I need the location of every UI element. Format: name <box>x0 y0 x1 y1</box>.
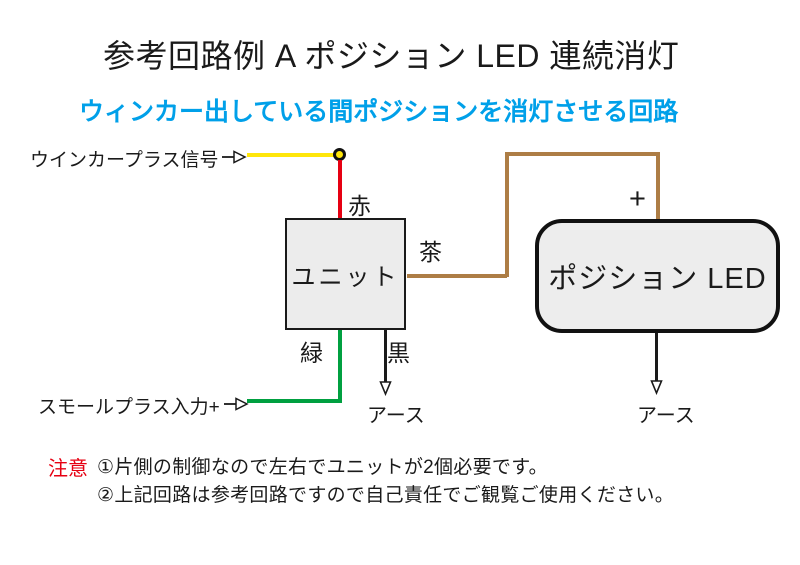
brown-wire-h2 <box>505 152 660 156</box>
position-led-label: ポジション LED <box>548 263 767 295</box>
ground-label-unit: アース <box>367 405 425 427</box>
winker-signal-label-row: ウインカープラス信号 <box>30 145 248 172</box>
notice-heading: 注意 <box>48 458 88 480</box>
brown-wire-v2 <box>656 152 660 219</box>
small-plus-label: スモールプラス入力+ <box>38 397 220 418</box>
arrow-right-icon <box>222 148 248 170</box>
red-wire <box>338 160 342 219</box>
green-wire-h <box>247 399 342 403</box>
black-wire-unit <box>383 330 387 382</box>
led-plus-label: + <box>629 183 646 215</box>
ground-arrow-icon-unit <box>379 381 392 401</box>
green-wire-v <box>338 330 342 402</box>
ground-arrow-icon-led <box>650 380 663 400</box>
winker-signal-label: ウインカープラス信号 <box>30 150 219 171</box>
brown-wire-v1 <box>505 152 509 277</box>
black-wire-led <box>654 333 658 381</box>
unit-box-label: ユニット <box>291 263 400 291</box>
brown-wire-h1 <box>407 274 507 278</box>
arrow-right-icon <box>223 395 249 417</box>
note-line-1: ①片側の制御なので左右でユニットが2個必要です。 <box>97 457 548 478</box>
junction-dot <box>333 148 346 161</box>
red-wire-label: 赤 <box>348 193 371 219</box>
note-line-2: ②上記回路は参考回路ですので自己責任でご観覧ご使用ください。 <box>97 485 675 506</box>
ground-label-led: アース <box>637 405 695 427</box>
brown-wire-label: 茶 <box>419 239 442 265</box>
small-plus-label-row: スモールプラス入力+ <box>38 392 249 419</box>
page-subtitle: ウィンカー出している間ポジションを消灯させる回路 <box>79 98 679 126</box>
unit-box: ユニット <box>285 218 406 330</box>
yellow-wire <box>247 153 336 157</box>
green-wire-label: 緑 <box>300 340 323 366</box>
black-wire-label: 黒 <box>387 340 410 366</box>
position-led-box: ポジション LED <box>535 219 780 333</box>
page-title: 参考回路例 A ポジション LED 連続消灯 <box>103 38 680 74</box>
